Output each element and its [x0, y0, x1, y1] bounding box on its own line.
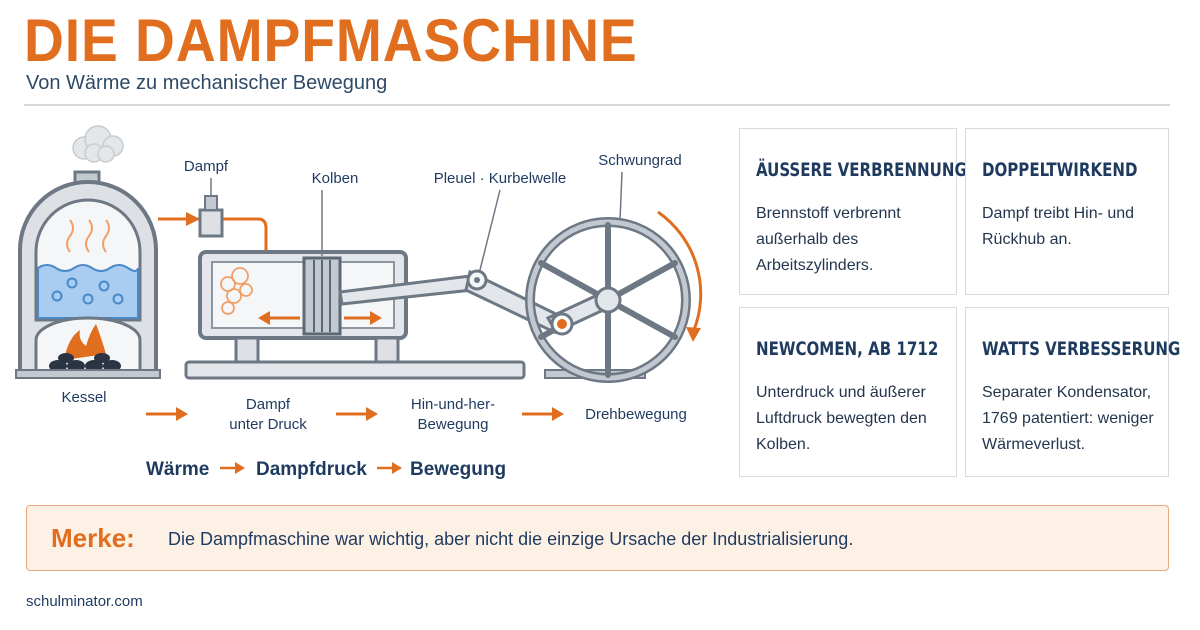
chain-arrows: [220, 462, 402, 474]
chain-bewegung: Bewegung: [410, 459, 506, 480]
label-leaders: [210, 171, 623, 271]
label-hin-und-her-1: Hin-und-her-: [411, 396, 495, 413]
label-kolben: Kolben: [312, 170, 359, 187]
card-text: Brennstoff verbrennt außerhalb des Arbei…: [756, 205, 901, 274]
card-title: ÄUSSERE VERBRENNUNG: [756, 159, 967, 181]
card-title: DOPPELTWIRKEND: [982, 159, 1138, 181]
footer-site[interactable]: schulminator.com: [26, 593, 143, 610]
card-title: NEWCOMEN, AB 1712: [756, 338, 939, 360]
card-title: WATTS VERBESSERUNG: [982, 338, 1181, 360]
label-dampf-unter-druck-2: unter Druck: [229, 416, 307, 433]
engine-base: [184, 336, 526, 380]
label-hin-und-her-2: Bewegung: [418, 416, 489, 433]
merke-label: Merke:: [51, 523, 135, 553]
label-pleuel-kurbelwelle: Pleuel · Kurbelwelle: [434, 170, 567, 187]
chain-dampfdruck: Dampfdruck: [256, 459, 367, 480]
steam-pipe: [158, 195, 268, 252]
page-title: DIE DAMPFMASCHINE: [24, 7, 638, 74]
chain-waerme: Wärme: [146, 459, 209, 480]
flywheel: [525, 210, 703, 383]
smoke-cloud: [72, 125, 124, 163]
card-text: Dampf treibt Hin- und Rückhub an.: [982, 205, 1135, 248]
card-text: Unterdruck und äußerer Luftdruck bewegte…: [756, 384, 927, 453]
page-subtitle: Von Wärme zu mechanischer Bewegung: [26, 72, 388, 94]
card-watts-verbesserung: WATTS VERBESSERUNG Separater Kondensator…: [965, 307, 1180, 477]
card-aeussere-verbrennung: ÄUSSERE VERBRENNUNG Brennstoff verbrennt…: [739, 128, 967, 295]
label-dampf: Dampf: [184, 158, 229, 175]
merke-box: Merke: Die Dampfmaschine war wichtig, ab…: [26, 505, 1169, 571]
boiler: [15, 170, 161, 379]
header-divider: [24, 104, 1170, 106]
cylinder: [198, 250, 408, 340]
label-drehbewegung: Drehbewegung: [585, 406, 687, 423]
label-dampf-unter-druck-1: Dampf: [246, 396, 291, 413]
card-newcomen: NEWCOMEN, AB 1712 Unterdruck und äußerer…: [739, 307, 957, 477]
process-arrows: [146, 407, 564, 421]
merke-text: Die Dampfmaschine war wichtig, aber nich…: [168, 529, 854, 549]
steam-engine-diagram: Dampf Kolben Pleuel · Kurbelwelle Schwun…: [15, 125, 703, 480]
label-schwungrad: Schwungrad: [598, 152, 681, 169]
card-doppeltwirkend: DOPPELTWIRKEND Dampf treibt Hin- und Rüc…: [965, 128, 1169, 295]
label-kessel: Kessel: [61, 389, 106, 406]
card-text: Separater Kondensator, 1769 patentiert: …: [982, 384, 1154, 453]
